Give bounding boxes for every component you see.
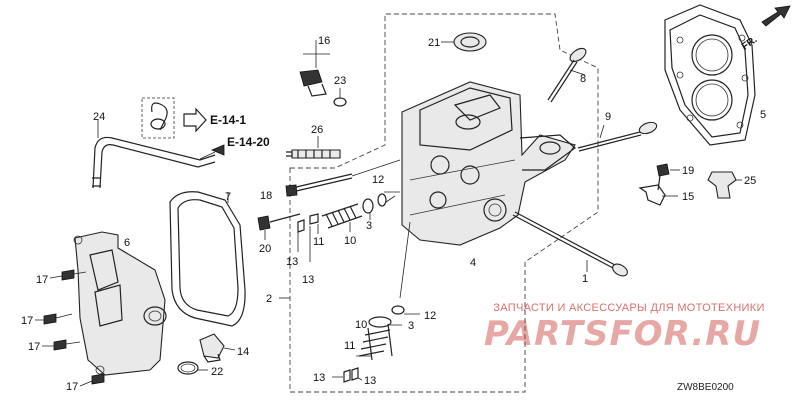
- ref-arrow-icon: [183, 107, 207, 133]
- callout-11b: 11: [344, 340, 355, 352]
- callout-1: 1: [582, 273, 588, 285]
- exhaust-valve: [577, 121, 658, 152]
- o-ring: [177, 361, 208, 375]
- callout-8: 8: [580, 73, 586, 85]
- callout-13: 13: [286, 256, 298, 268]
- callout-17d: 17: [66, 381, 78, 393]
- valve-lower: [512, 211, 628, 277]
- reference-e-14-1: E-14-1: [210, 113, 246, 127]
- reference-e-14-20: E-14-20: [227, 135, 270, 149]
- callout-14: 14: [237, 346, 249, 358]
- callout-17c: 17: [28, 341, 40, 353]
- callout-2: 2: [266, 293, 272, 305]
- callout-17a: 17: [36, 274, 48, 286]
- callout-7: 7: [225, 191, 231, 203]
- wire-clip: [707, 171, 742, 199]
- callout-26: 26: [311, 124, 323, 136]
- callout-13b: 13: [302, 274, 314, 286]
- stud-bolt: [285, 159, 401, 197]
- callout-22: 22: [211, 366, 223, 378]
- cover-bolts: [35, 269, 105, 387]
- callout-24: 24: [93, 111, 105, 123]
- callout-10b: 10: [355, 319, 367, 331]
- flange-bolt: [257, 213, 301, 240]
- callout-10: 10: [344, 235, 356, 247]
- callout-13d: 13: [364, 375, 376, 387]
- oil-filler-cap: [199, 333, 236, 363]
- callout-23: 23: [334, 75, 346, 87]
- cable-bracket: [638, 184, 678, 206]
- head-gasket: [664, 4, 756, 146]
- front-label: FR.: [740, 34, 760, 52]
- callout-15: 15: [682, 191, 694, 203]
- callout-5: 5: [760, 109, 766, 121]
- callout-18: 18: [260, 190, 272, 202]
- diagram-code: ZW8BE0200: [677, 382, 734, 393]
- watermark-logo: PARTSFOR.RU: [484, 314, 762, 354]
- callout-12b: 12: [424, 310, 436, 322]
- callout-3: 3: [366, 220, 372, 232]
- callout-4: 4: [470, 257, 476, 269]
- callout-19: 19: [682, 165, 694, 177]
- callout-16: 16: [318, 35, 330, 47]
- oil-seal: [441, 32, 487, 52]
- hose-clamp-icon: [141, 97, 175, 139]
- callout-11: 11: [313, 236, 324, 248]
- temperature-sensor: [299, 40, 347, 107]
- callout-13c: 13: [313, 372, 325, 384]
- cylinder-head-cover: [73, 231, 167, 376]
- callout-9: 9: [605, 111, 611, 123]
- callout-20: 20: [259, 243, 271, 255]
- callout-12: 12: [372, 174, 384, 186]
- watermark-tagline: ЗАПЧАСТИ И АКСЕССУАРЫ ДЛЯ МОТОТЕХНИКИ: [493, 302, 765, 314]
- cylinder-head: [401, 81, 576, 246]
- callout-3b: 3: [408, 320, 414, 332]
- front-arrow-icon: FR.: [740, 5, 791, 53]
- breather-hose: [92, 120, 216, 189]
- callout-25: 25: [744, 175, 756, 187]
- callout-labels: 1 2 3 3 4 5 6 7 8 9 10 10 11 11 12 12 13…: [21, 35, 766, 393]
- spark-plug: [286, 136, 341, 159]
- callout-21: 21: [428, 37, 440, 49]
- valve-spring-lower: [332, 221, 420, 383]
- valve-spring-upper: [297, 191, 400, 262]
- bracket-bolt: [656, 163, 680, 191]
- cover-gasket: [169, 191, 246, 327]
- callout-17b: 17: [21, 315, 33, 327]
- intake-valve: [547, 47, 587, 103]
- ref-arrow-small-icon: [210, 144, 225, 156]
- callout-6: 6: [124, 237, 130, 249]
